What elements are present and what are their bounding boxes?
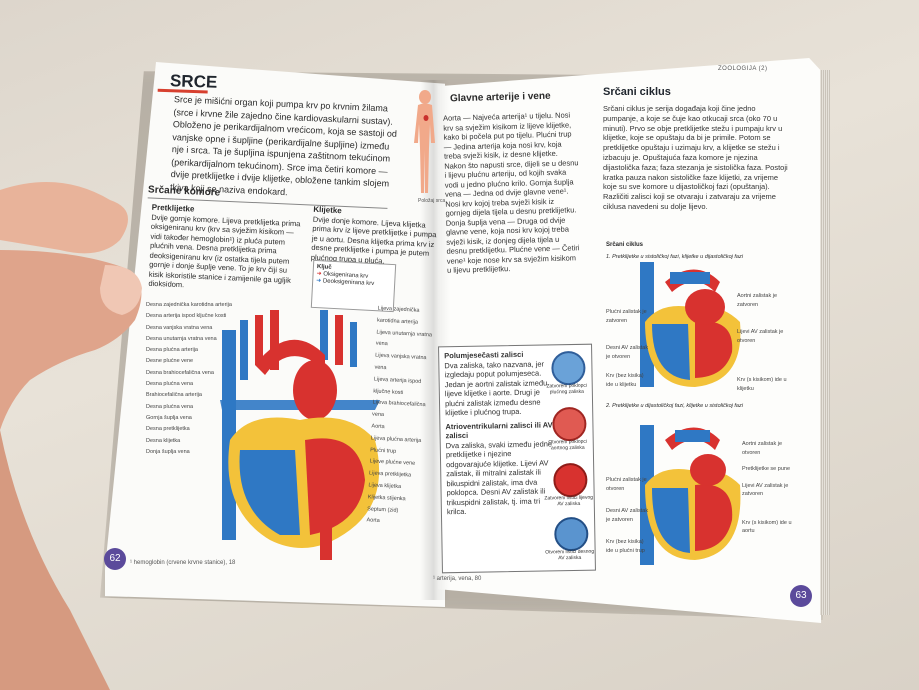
label-l8: Brahiocefalična arterija: [146, 392, 202, 399]
label-l4: Desna plućna arterija: [146, 347, 198, 354]
page-title: SRCE: [169, 71, 218, 92]
label-l2: Desna vanjska vratna vena: [146, 324, 213, 331]
valves-text-2: Dva zaliska, svaki između jedne pretklij…: [445, 438, 553, 517]
valve-caption-3: Zatvoreni listići lijevog AV zaliska: [544, 494, 594, 508]
label-l13: Donja šuplja vena: [146, 448, 190, 455]
cycle-caption-2: 2. Pretklijetke u dijastoličkoj fazi, kl…: [606, 403, 743, 409]
section-tag: ZOOLOGIJA (2): [718, 66, 768, 72]
label-l9: Desna plućna vena: [146, 403, 194, 410]
heart-anatomy-diagram: [220, 310, 380, 560]
cardiac-cycle-heading: Srčani ciklus: [603, 86, 671, 98]
page-edges: [820, 70, 830, 615]
label-l3: Desna unutarnja vratna vena: [146, 335, 217, 342]
cycle-caption-1: 1. Pretklijetke u sistoličkoj fazi, klij…: [606, 254, 743, 260]
label-l0: Desna zajednička karotidna arterija: [146, 302, 232, 308]
tricuspid-valve-open-icon: [554, 516, 589, 552]
cardiac-cycle-text: Srčani ciklus je serija događaja koji či…: [603, 104, 788, 211]
cycle-2-labels-left: Plućni zalistak je otvoren Desni AV zali…: [606, 476, 651, 555]
label-l10: Gornja šuplja vena: [146, 414, 192, 421]
figure-caption: Položaj srca: [418, 198, 446, 204]
valve-caption-2: Otvoreni poklopci aortnog zaliska: [548, 438, 588, 452]
c1-label-1: Plućni zalistak je zatvoren: [606, 309, 647, 324]
c2-label-1: Pretklijetke se pune: [742, 466, 790, 472]
c1-label-0: Aortni zalistak je zatvoren: [737, 293, 778, 308]
label-r2: Lijeva vanjska vratna vena: [374, 352, 427, 372]
hand-holding-book: [0, 182, 142, 690]
c1-label-3: Desni AV zalistak je otvoren: [606, 345, 649, 360]
diagram-labels-left: Desna zajednička karotidna arterija Desn…: [146, 300, 246, 458]
heart-cycle-diagram-1: [640, 262, 741, 387]
valves-heading-2: Atrioventrikularni zalisci ili AV zalisc…: [445, 419, 553, 441]
page-number-right: 63: [790, 585, 812, 607]
valve-caption-1: Zatvoreni poklopci plućnog zaliska: [546, 382, 588, 396]
label-l5: Desne plućne vene: [146, 358, 194, 365]
c1-label-4: Krv (s kisikom) ide u klijetku: [737, 377, 787, 392]
label-l6: Desna brahiocefalična vena: [146, 369, 214, 376]
footnote-left: ¹ hemoglobin (crvene krvne stanice), 18: [130, 560, 236, 566]
c2-label-6: Krv (s kisikom) ide u aortu: [742, 519, 792, 535]
c1-label-5: Krv (bez kisika) ide u klijetku: [606, 373, 644, 388]
label-l12: Desna klijetka: [146, 437, 181, 444]
c2-label-0: Aortni zalistak je otvoren: [742, 441, 783, 456]
label-r0: Lijeva zajednička karotidna arterija: [376, 305, 420, 326]
key-deoxy: Deoksigenirana krv: [322, 278, 375, 288]
c1-label-2: Lijevi AV zalistak je otvoren: [737, 329, 784, 344]
label-l7: Desna plućna vena: [146, 381, 194, 388]
label-l11: Desna pretklijetka: [146, 426, 190, 433]
valves-text-1: Dva zaliska, tako nazvana, jer izgledaju…: [444, 359, 548, 418]
diagram-labels-right: Lijeva zajednička karotidna arterija Lij…: [366, 304, 438, 531]
arteries-text: Aorta — Najveća arterija¹ u tijelu. Nosi…: [442, 110, 580, 275]
c2-label-2: Plućni zalistak je otvoren: [606, 477, 647, 492]
page-number-left: 62: [104, 548, 126, 570]
label-r4: Lijeva brahiocefalična vena: [371, 399, 426, 419]
valves-box: Polumjesečasti zalisci Dva zaliska, tako…: [438, 343, 596, 574]
footnote-right: ¹ arterija, vena, 80: [433, 576, 482, 582]
atria-column: Pretklijetke Dvije gornje komore. Lijeva…: [148, 203, 302, 295]
label-r1: Lijeva unutarnja vratna vena: [375, 329, 433, 348]
cycle-diagram-title: Srčani ciklus: [606, 242, 644, 248]
c2-label-3: Lijevi AV zalistak je zatvoren: [742, 482, 789, 498]
heart-cycle-diagram-2: [640, 425, 741, 565]
cycle-2-labels-right: Aortni zalistak je otvoren Pretklijetke …: [742, 440, 797, 536]
atria-text: Dvije gornje komore. Lijeva pretklijetka…: [148, 212, 301, 290]
label-r3: Lijeva arterija ispod ključne kosti: [373, 376, 422, 396]
valve-caption-4: Otvoreni listići desnog AV zaliska: [545, 548, 595, 562]
ventricles-column: Klijetke Dvije donje komore. Lijeva klij…: [311, 205, 439, 268]
blue-arrow-icon: ➜: [316, 278, 322, 285]
body-outline-figure: [414, 90, 435, 193]
cycle-1-labels-right: Aortni zalistak je zatvoren Lijevi AV za…: [737, 292, 797, 394]
c2-label-5: Krv (bez kisika) ide u plućni trup: [606, 539, 645, 554]
cycle-1-labels-left: Plućni zalistak je zatvoren Desni AV zal…: [606, 308, 651, 390]
label-l1: Desna arterija ispod ključne kosti: [146, 313, 227, 320]
c2-label-4: Desni AV zalistak je zatvoren: [606, 508, 649, 523]
